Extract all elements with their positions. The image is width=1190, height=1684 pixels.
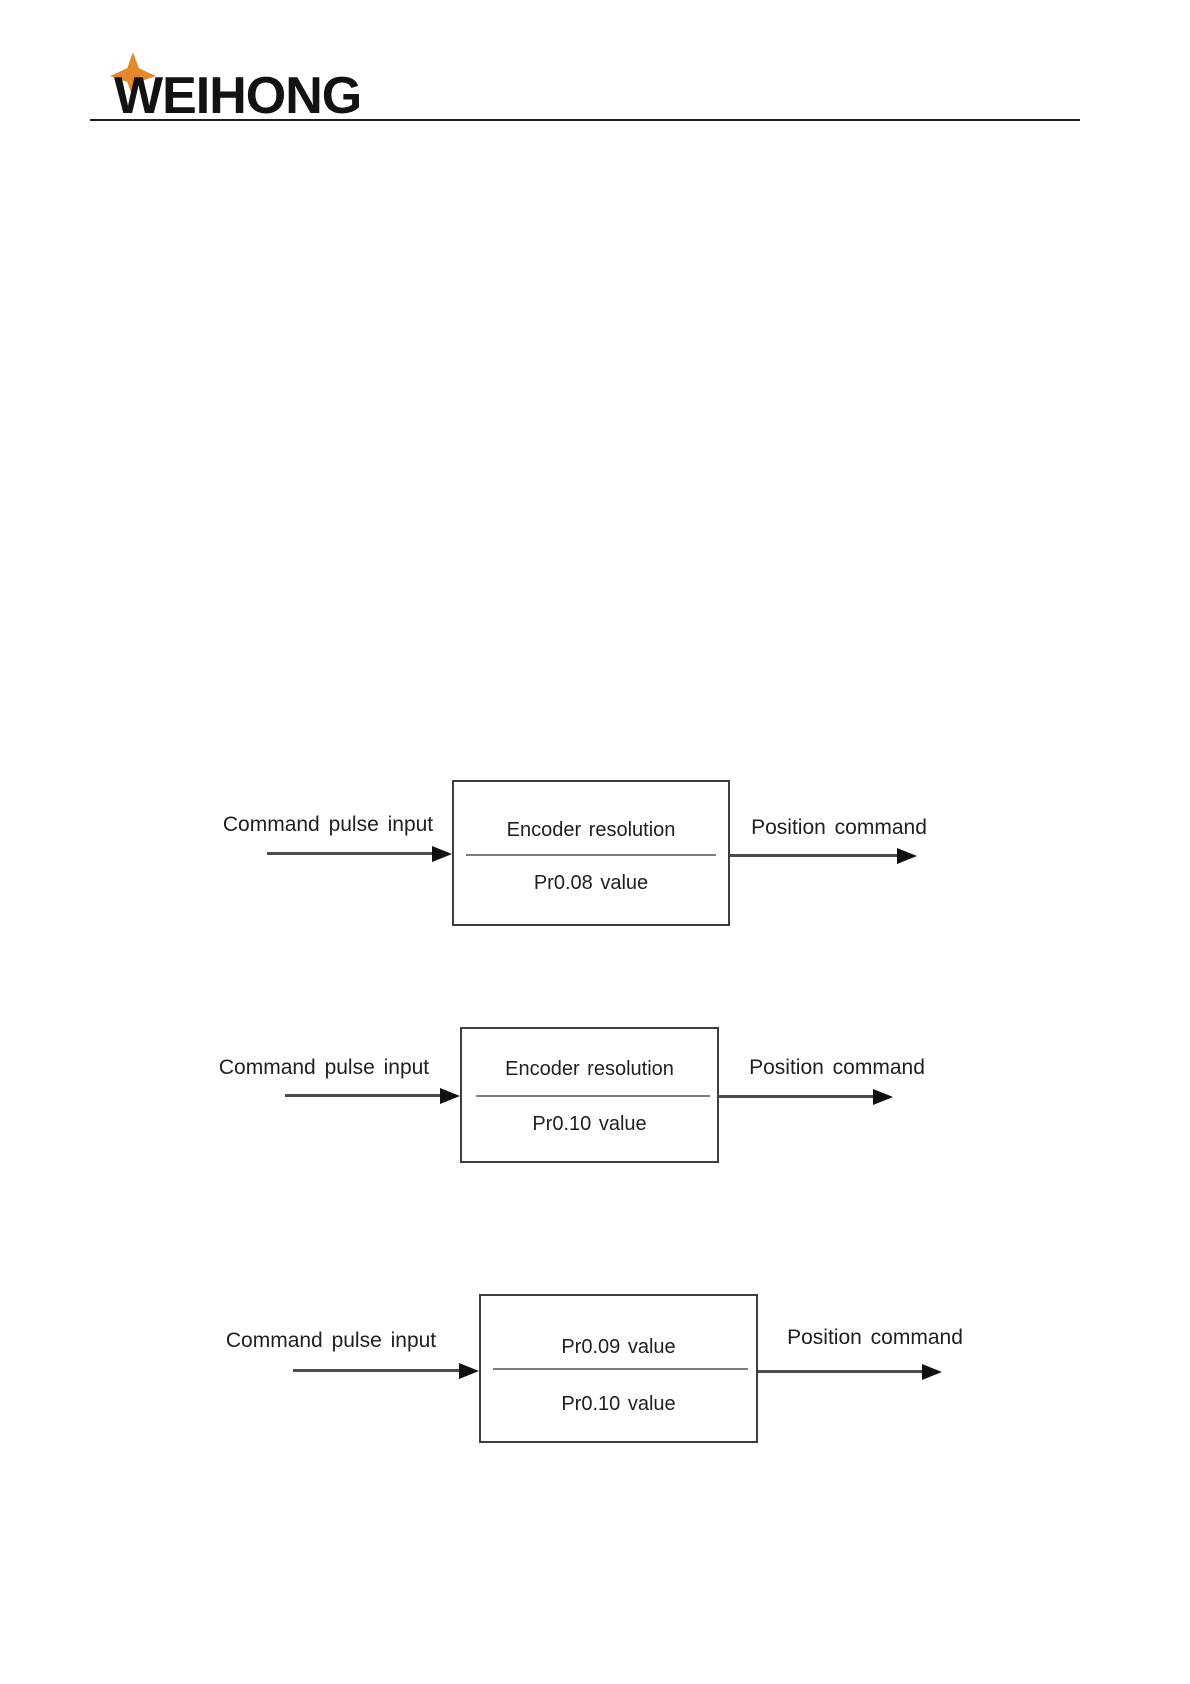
ratio-box: Encoder resolution Pr0.08 value <box>452 780 730 926</box>
weihong-logo: WEIHONG <box>108 50 408 122</box>
output-arrow-icon <box>758 1370 922 1373</box>
numerator-label: Encoder resolution <box>505 1058 674 1080</box>
input-arrow-icon <box>293 1369 459 1372</box>
denominator-label: Pr0.10 value <box>532 1113 647 1135</box>
input-arrow-icon <box>285 1094 440 1097</box>
input-label: Command pulse input <box>222 813 434 836</box>
denominator-label: Pr0.10 value <box>561 1393 676 1415</box>
fraction-divider <box>466 854 716 856</box>
numerator-label: Pr0.09 value <box>561 1336 676 1358</box>
input-label: Command pulse input <box>218 1056 430 1079</box>
output-label: Position command <box>749 1056 925 1079</box>
input-label: Command pulse input <box>225 1329 437 1352</box>
output-label: Position command <box>787 1326 963 1349</box>
input-arrow-icon <box>267 852 432 855</box>
numerator-label: Encoder resolution <box>506 819 676 841</box>
output-label: Position command <box>751 816 927 839</box>
star-icon <box>110 52 156 98</box>
output-arrow-icon <box>730 854 897 857</box>
denominator-label: Pr0.08 value <box>533 872 649 894</box>
fraction-divider <box>493 1368 748 1370</box>
header-rule <box>90 119 1080 121</box>
fraction-divider <box>476 1095 710 1097</box>
output-arrow-icon <box>719 1095 873 1098</box>
logo-text: WEIHONG <box>114 67 362 125</box>
